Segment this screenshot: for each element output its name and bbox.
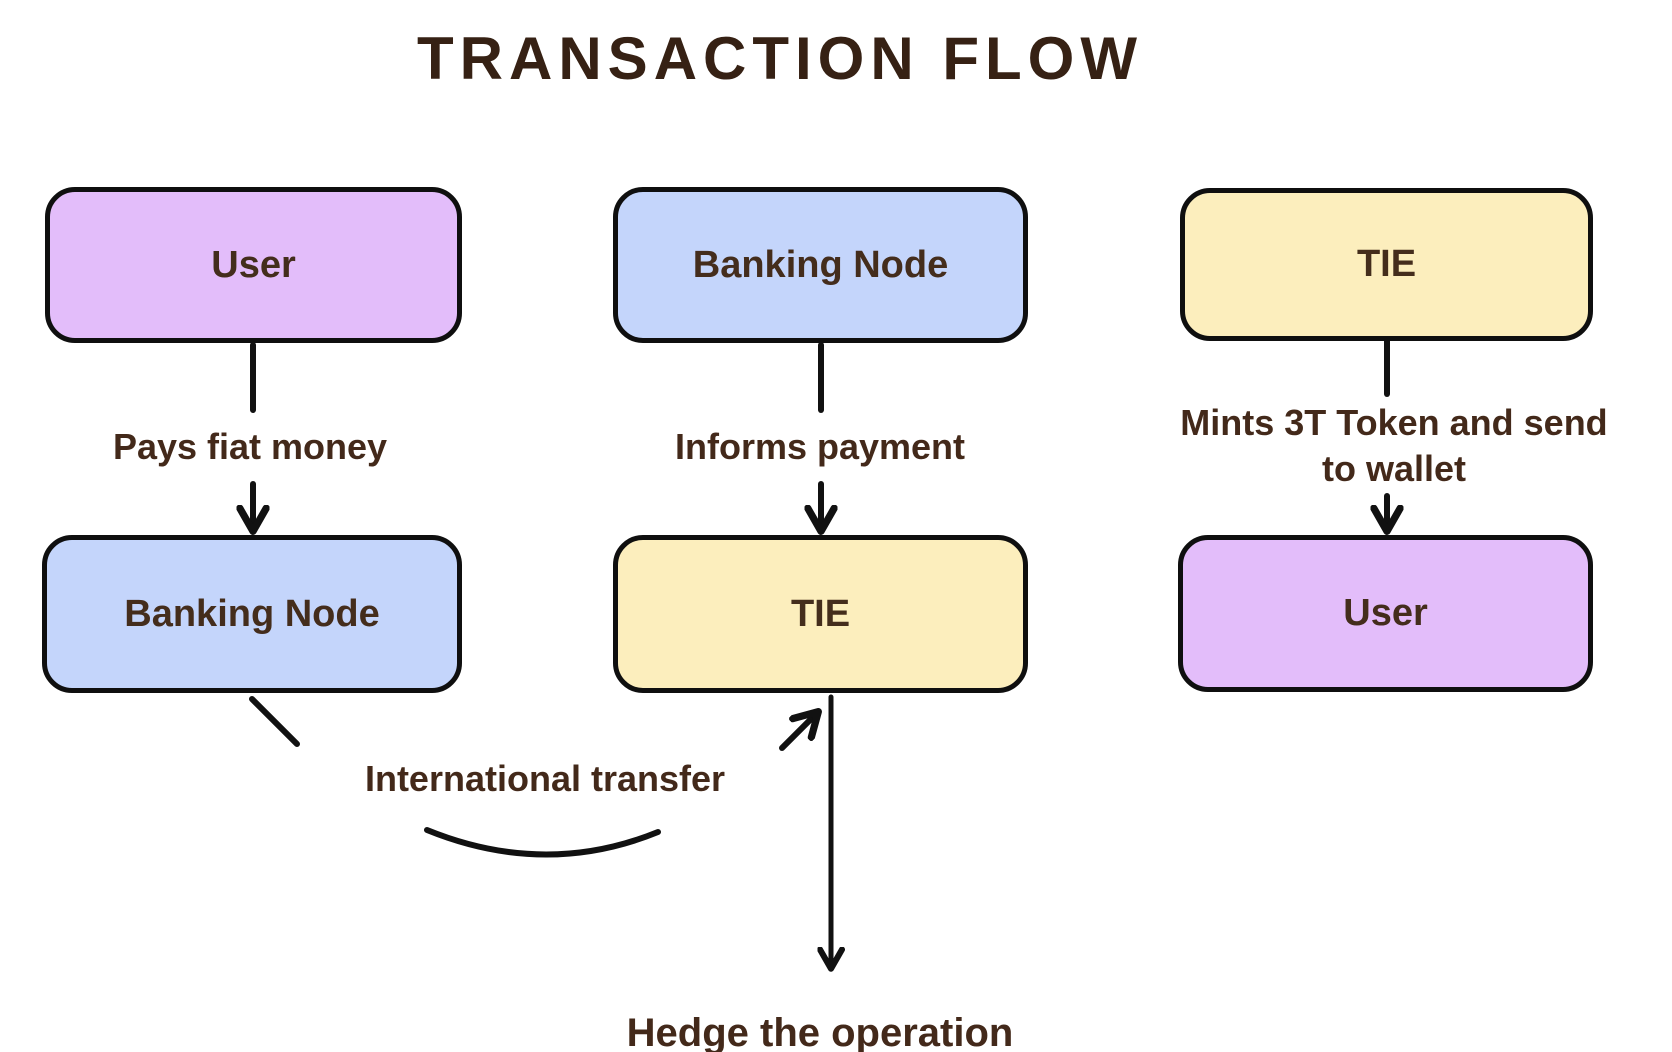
node-tie-receiver: TIE <box>613 535 1028 693</box>
node-tie-minter: TIE <box>1180 188 1593 341</box>
page-title: TRANSACTION FLOW <box>417 25 1143 92</box>
edge-label-mints-token: Mints 3T Token and send to wallet <box>1098 400 1672 492</box>
node-label: Banking Node <box>692 243 949 286</box>
edge-label-international-transfer: International transfer <box>364 758 726 799</box>
node-label: User <box>1343 592 1428 634</box>
node-user-source: User <box>45 187 462 343</box>
node-label: User <box>211 243 296 286</box>
node-label: TIE <box>790 592 851 635</box>
edge-label-pays-fiat-money: Pays fiat money <box>112 426 388 467</box>
edge-label-hedge-operation: Hedge the operation <box>626 1011 1014 1052</box>
arrow-international-head-segment <box>779 714 816 751</box>
arrow-international-arc-segment <box>424 827 661 858</box>
node-banking-node-receiver: Banking Node <box>42 535 462 693</box>
edge-label-mints-line2: to wallet <box>1321 448 1467 489</box>
node-label: TIE <box>1356 243 1417 285</box>
node-label: Banking Node <box>124 592 380 635</box>
edge-label-informs-payment: Informs payment <box>674 426 966 467</box>
edge-label-mints-line1: Mints 3T Token and send <box>1180 402 1608 443</box>
node-banking-node-informer: Banking Node <box>613 187 1028 343</box>
node-user-wallet: User <box>1178 535 1593 692</box>
arrow-international-start-segment <box>249 696 300 747</box>
